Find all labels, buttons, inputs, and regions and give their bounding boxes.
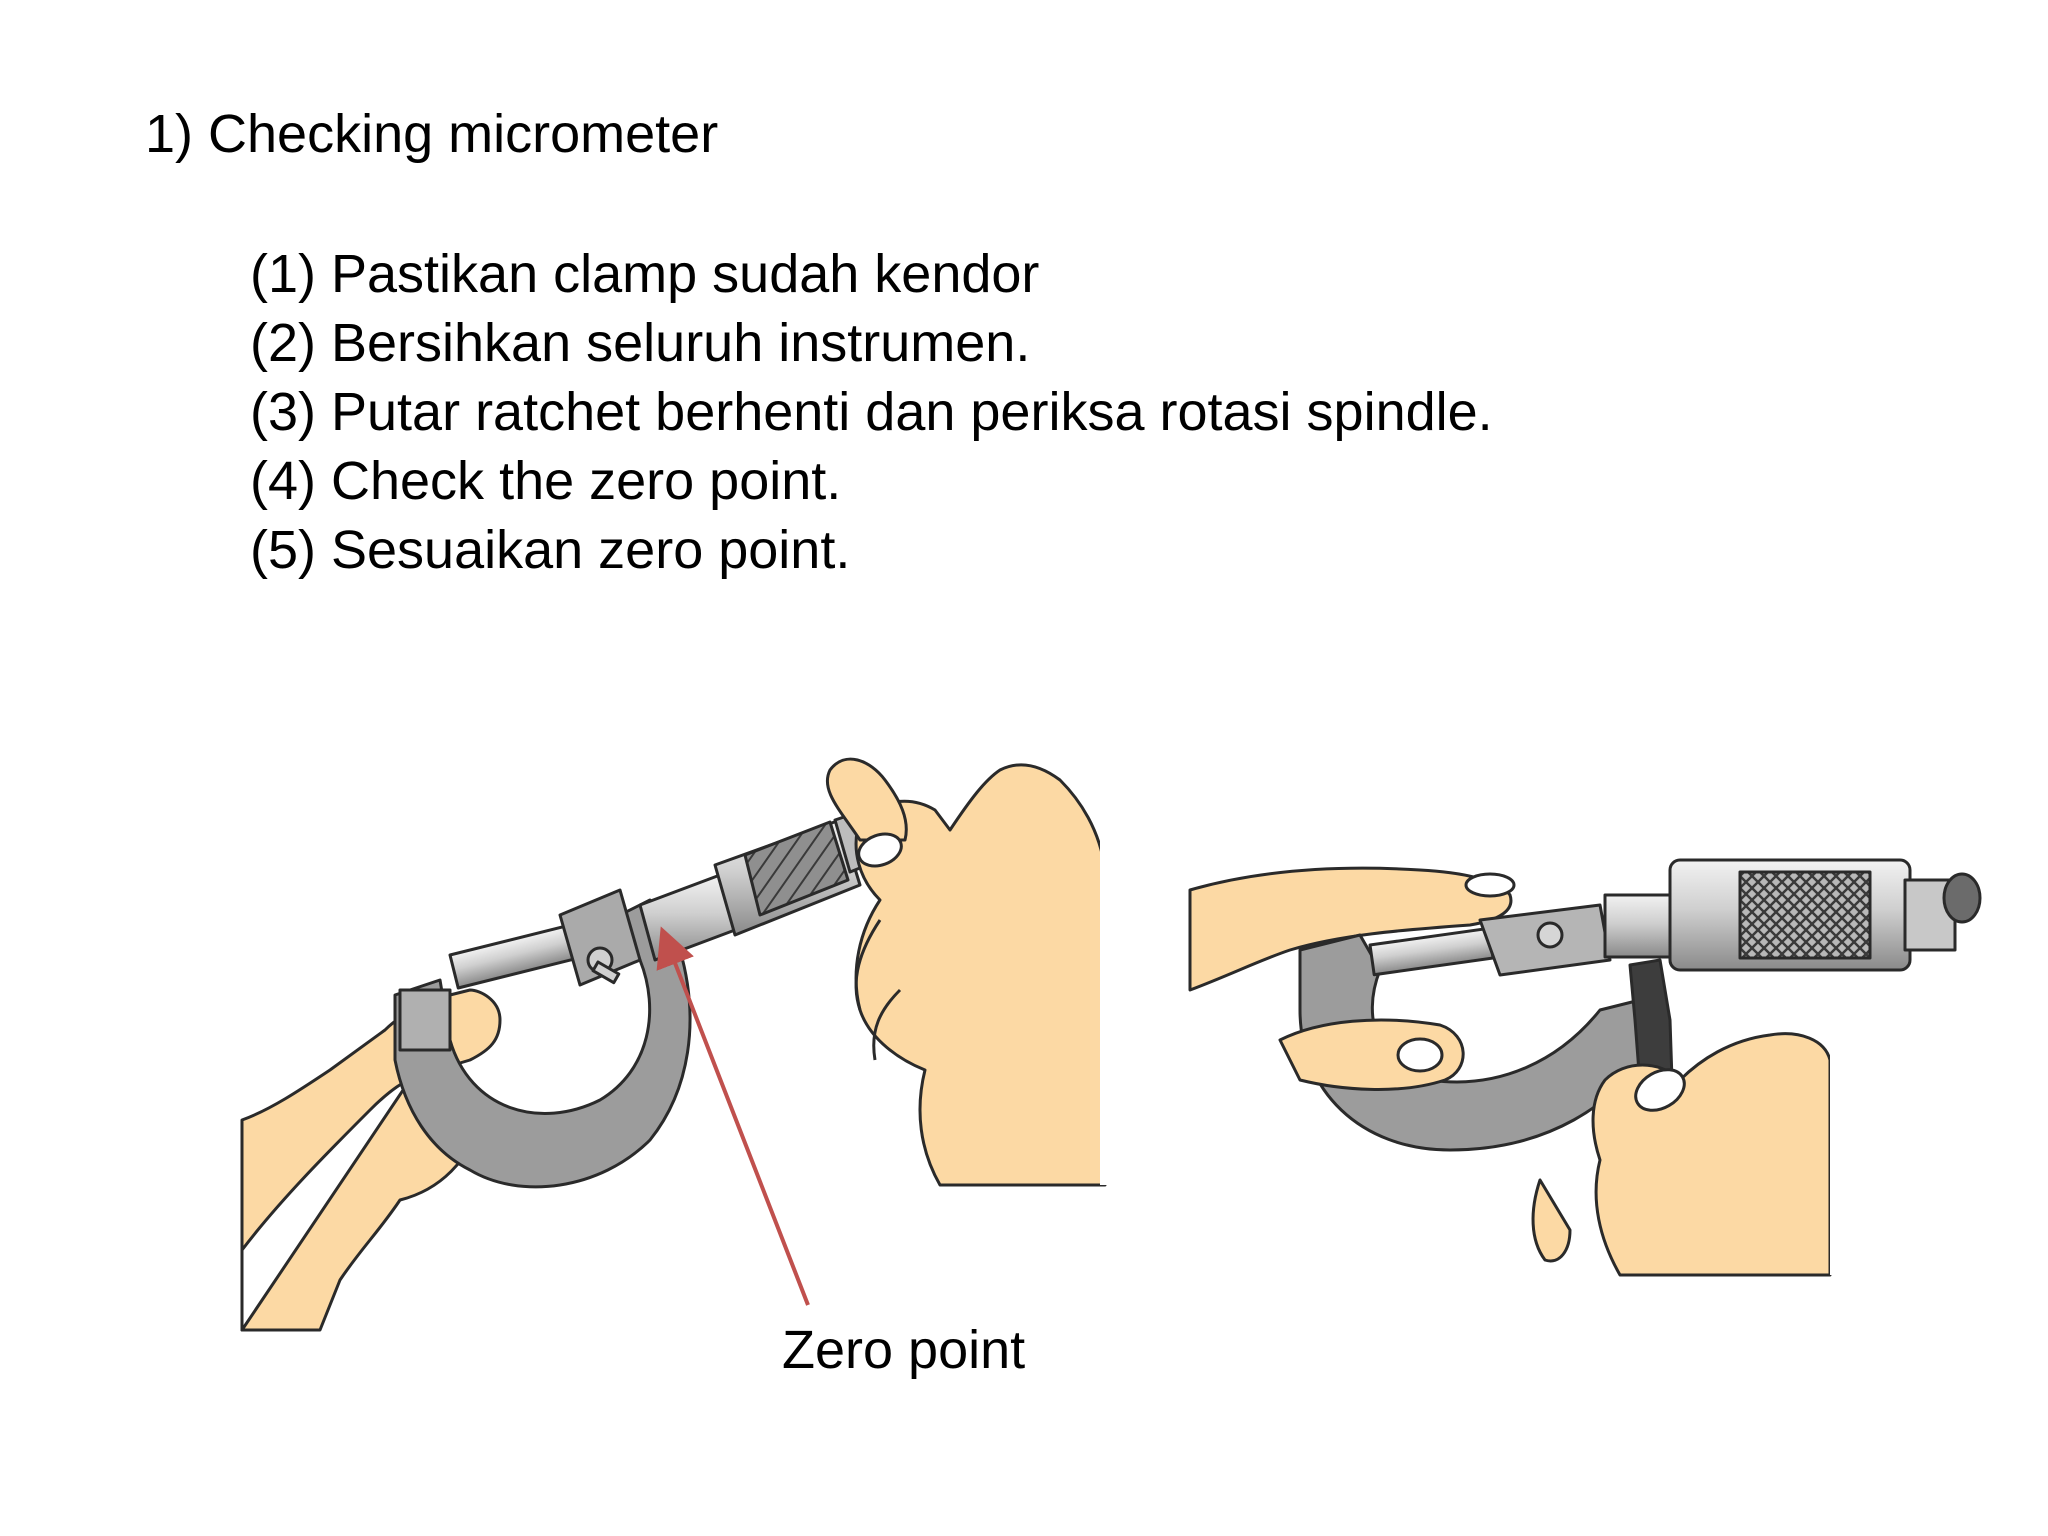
upper-hand [1188,866,1513,992]
steps-list: (1) Pastikan clamp sudah kendor (2) Bers… [250,240,1493,585]
step-item: (2) Bersihkan seluruh instrumen. [250,313,1031,373]
right-illustration [1188,858,1982,1277]
left-hand [240,988,502,1332]
sleeve [1603,893,1677,959]
lower-right-hand [1591,1032,1832,1277]
clamp-knob [1536,921,1564,949]
step-item: (1) Pastikan clamp sudah kendor [250,244,1040,304]
step-item: (3) Putar ratchet berhenti dan periksa r… [250,382,1493,442]
micrometer-frame-left [393,898,692,1189]
left-illustration [240,757,1108,1332]
spindle [448,924,577,990]
page-title: 1) Checking micrometer [145,104,719,164]
zero-point-label: Zero point [782,1320,1026,1380]
step-item: (5) Sesuaikan zero point. [250,520,851,580]
ratchet [1903,878,1957,952]
step-item: (4) Check the zero point. [250,451,842,511]
thimble-knurl [1738,870,1872,960]
zero-point-arrow [656,926,810,1306]
thimble-knurl [743,820,850,917]
